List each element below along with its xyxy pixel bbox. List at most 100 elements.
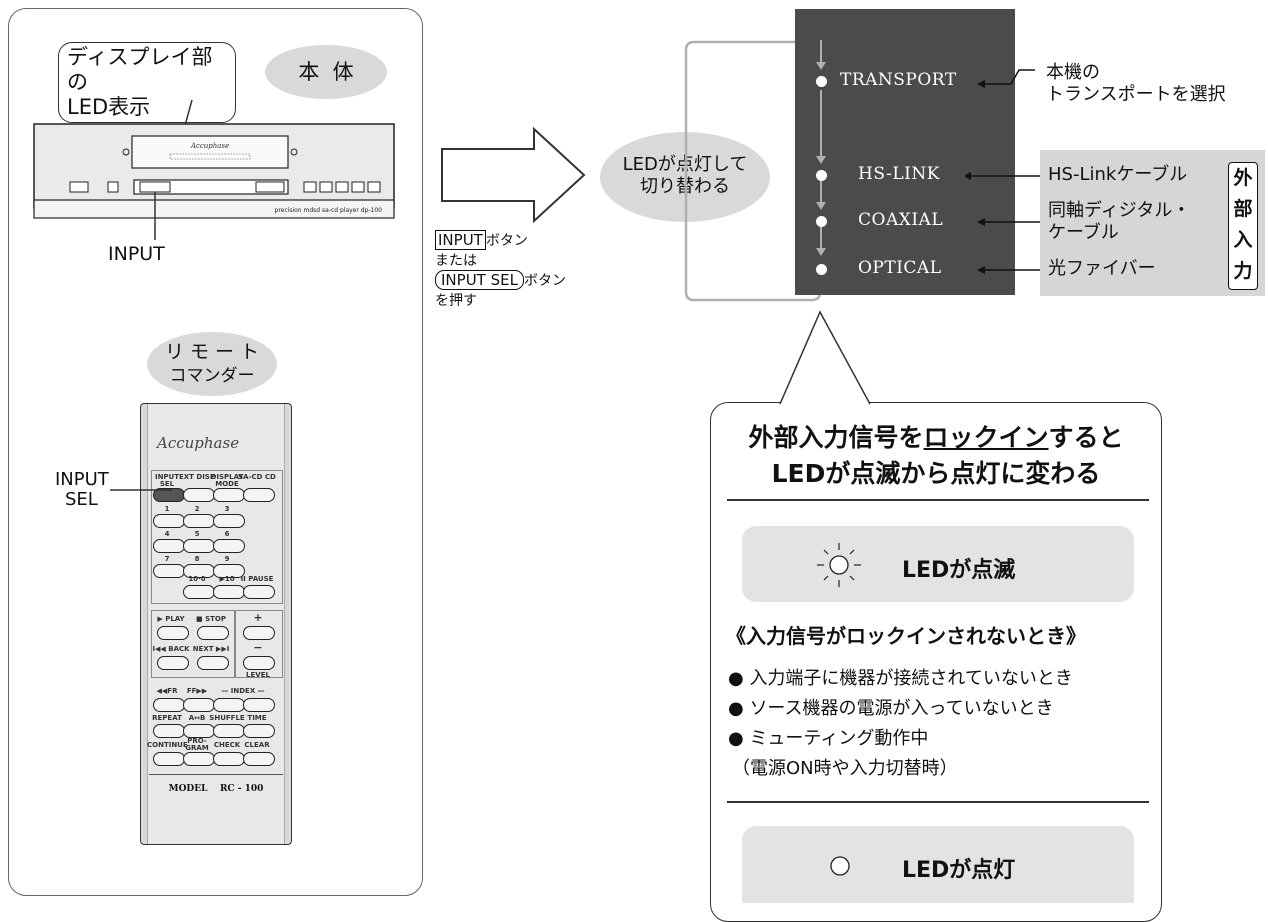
heading-divider (727, 499, 1149, 501)
remote-label-1: 1 (164, 505, 170, 513)
remote-level-down-button[interactable] (243, 656, 275, 670)
transport-desc: 本機の トランスポートを選択 (1046, 62, 1226, 106)
display-led-callout: ディスプレイ部の LED表示 (58, 42, 236, 123)
condition-item-3-text: ミューティング動作中 (749, 728, 929, 749)
push-text: を押す (435, 293, 477, 309)
remote-label-sacd-cd: SA-CD CD (238, 473, 276, 481)
remote-clear-button[interactable] (243, 752, 275, 766)
remote-label-pause: II PAUSE (240, 575, 274, 583)
blinking-led-icon (817, 543, 861, 587)
remote-repeat-button[interactable] (153, 724, 185, 738)
blinking-condition-title: 《入力信号がロックインされないとき》 (726, 624, 1086, 648)
remote-label-index: — INDEX — (221, 687, 265, 695)
display-screw-left (122, 148, 130, 156)
condition-item-1: ● 入力端子に機器が接続されていないとき (728, 668, 1073, 689)
condition-item-1-text: 入力端子に機器が接続されていないとき (749, 668, 1073, 689)
remote-5-button[interactable] (183, 539, 215, 553)
remote-ab-button[interactable] (183, 724, 215, 738)
transport-btn-5 (367, 181, 381, 193)
remote-label-9: 9 (224, 555, 230, 563)
coaxial-desc-line2: ケーブル (1048, 222, 1119, 243)
front-panel-model: precision mdsd sa-cd player dp-100 (275, 207, 383, 214)
remote-label-ff: FF▶▶ (186, 687, 208, 695)
open-button (255, 181, 285, 193)
remote-label-time: TIME (247, 714, 267, 722)
remote-display-mode-button[interactable] (213, 488, 245, 502)
power-button (69, 181, 89, 193)
remote-divider (149, 774, 283, 775)
remote-label-ab: A↔B (188, 714, 206, 722)
remote-keypad-panel (151, 470, 283, 604)
remote-label-display-mode: DISPLAY MODE (210, 473, 244, 488)
remote-plus10-button[interactable] (213, 585, 245, 599)
remote-check-button[interactable] (213, 752, 245, 766)
remote-label-fr: ◀◀FR (156, 687, 178, 695)
remote-1-button[interactable] (153, 514, 185, 528)
input-label: INPUT (108, 243, 165, 265)
remote-label-2: 2 (194, 505, 200, 513)
remote-time-button[interactable] (243, 724, 275, 738)
remote-fr-button[interactable] (153, 698, 185, 712)
coaxial-desc: 同軸ディジタル・ ケーブル (1048, 200, 1190, 244)
display-callout-line2: LED表示 (67, 95, 151, 119)
remote-shuffle-button[interactable] (213, 724, 245, 738)
input-sel-label-line1: INPUT (55, 469, 109, 490)
remote-label-repeat: REPEAT (152, 714, 182, 722)
input-key: INPUT (435, 230, 486, 250)
remote-index-up-button[interactable] (243, 698, 275, 712)
remote-next-button[interactable] (197, 656, 229, 670)
remote-label-input-sel: INPUT SEL (154, 473, 180, 488)
remote-2-button[interactable] (183, 514, 215, 528)
input-sel-key-suffix: ボタン (523, 273, 566, 289)
remote-ff-button[interactable] (183, 698, 215, 712)
remote-label-7: 7 (164, 555, 170, 563)
remote-continue-button[interactable] (153, 752, 185, 766)
display-callout-line1: ディスプレイ部の (67, 45, 213, 94)
remote-program-button[interactable] (183, 752, 215, 766)
remote-label-stop: ■ STOP (196, 615, 226, 623)
remote-level-up-button[interactable] (243, 626, 275, 640)
remote-play-button[interactable] (157, 626, 189, 640)
remote-index-down-button[interactable] (213, 698, 245, 712)
remote-label-check: CHECK (213, 741, 241, 749)
input-sel-pointer (110, 489, 172, 491)
remote-6-button[interactable] (213, 539, 245, 553)
disc-tray (133, 179, 289, 195)
source-transport: TRANSPORT (840, 70, 957, 90)
transport-btn-4 (351, 181, 365, 193)
remote-sacd-button[interactable] (243, 488, 275, 502)
remote-label-3: 3 (224, 505, 230, 513)
external-input-char-3: 入 (1233, 229, 1253, 251)
input-sel-label-line2: SEL (65, 489, 98, 510)
remote-back-button[interactable] (157, 656, 189, 670)
remote-4-button[interactable] (153, 539, 185, 553)
transport-btn-3 (335, 181, 349, 193)
remote-pause-button[interactable] (243, 585, 275, 599)
led-transport (816, 76, 827, 87)
led-optical (816, 264, 827, 275)
transport-desc-line1: 本機の (1046, 62, 1100, 83)
remote-3-button[interactable] (213, 514, 245, 528)
input-sel-label: INPUT SEL (55, 470, 109, 510)
led-coaxial (816, 216, 827, 227)
coaxial-desc-line1: 同軸ディジタル・ (1048, 200, 1191, 221)
heading-prefix: 外部入力信号を (748, 423, 924, 452)
lit-led-icon (830, 856, 850, 876)
remote-label-6: 6 (224, 530, 230, 538)
condition-item-3: ● ミューティング動作中 (728, 728, 929, 749)
remote-9-button[interactable] (213, 564, 245, 578)
remote-label-4: 4 (164, 530, 170, 538)
heading-line2: LEDが点滅から点灯に変わる (771, 459, 1101, 488)
info-pointer (779, 310, 871, 406)
display-brand: Accuphase (190, 142, 229, 150)
remote-label-10-0: 10·0 (188, 575, 206, 583)
display-off-button (107, 181, 119, 193)
display-screw-right (290, 148, 298, 156)
condition-item-2-text: ソース機器の電源が入っていないとき (749, 698, 1054, 719)
remote-stop-button[interactable] (197, 626, 229, 640)
led-flow-arrows (816, 40, 826, 256)
source-optical: OPTICAL (858, 258, 942, 278)
remote-10-0-button[interactable] (183, 585, 215, 599)
source-hs-link: HS-LINK (858, 164, 940, 184)
